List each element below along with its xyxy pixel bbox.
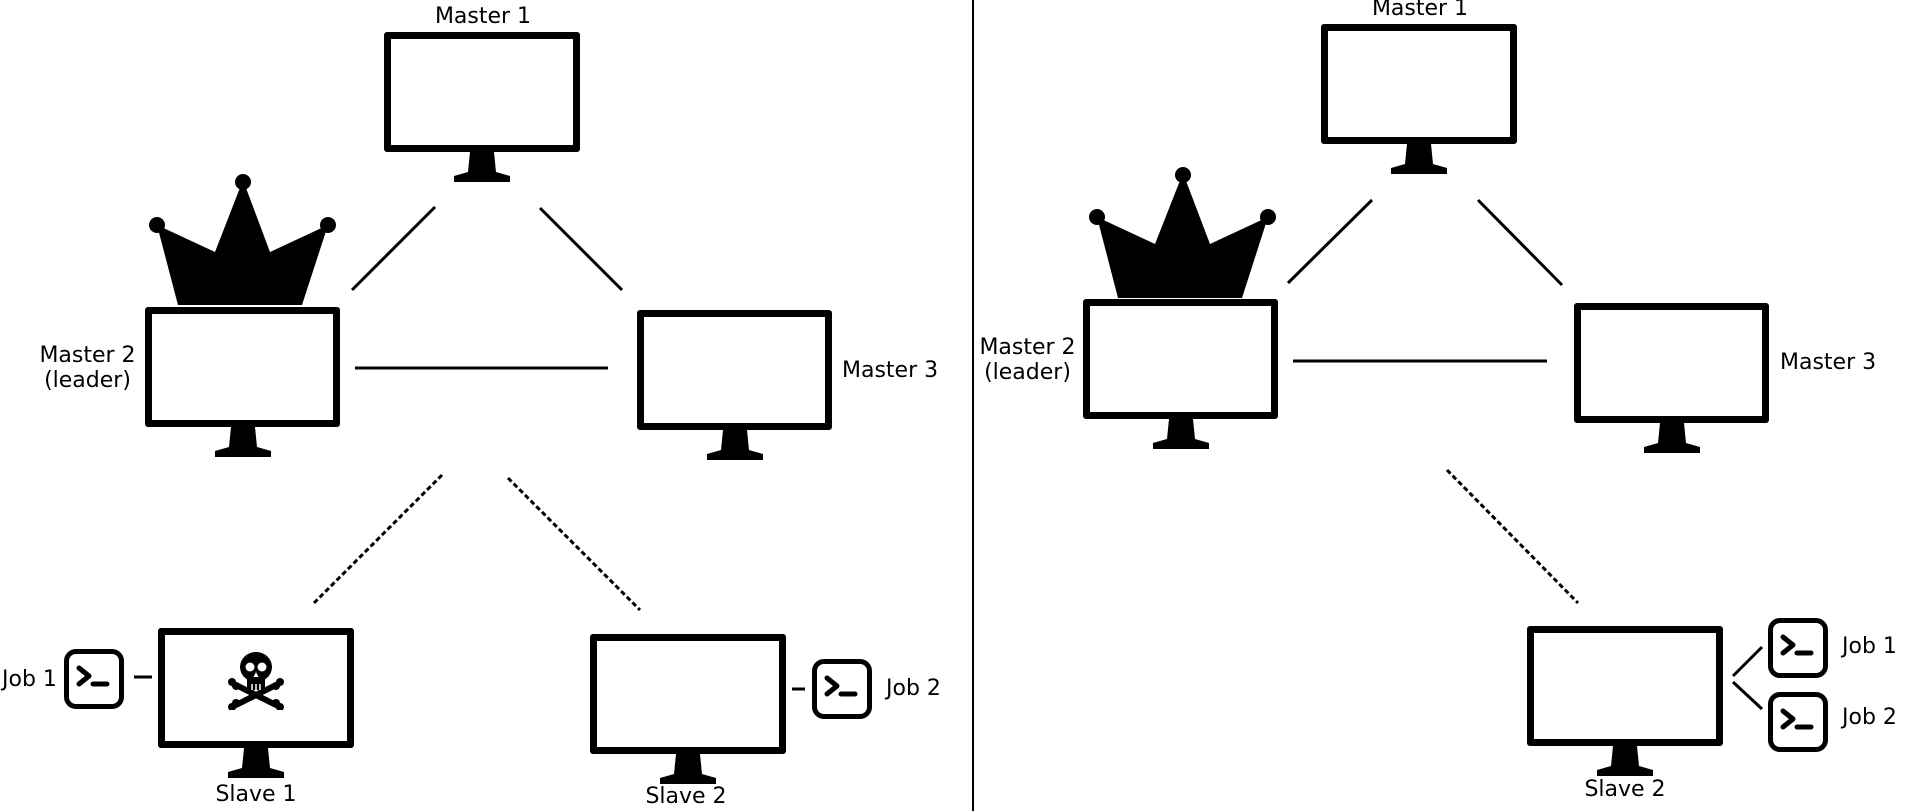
crown-icon bbox=[149, 174, 336, 305]
monitor-screen bbox=[145, 307, 340, 427]
slave2-monitor bbox=[590, 634, 786, 786]
job1-terminal bbox=[1768, 618, 1828, 678]
job1-label: Job 1 bbox=[2, 667, 57, 692]
master3-monitor bbox=[1574, 303, 1769, 453]
job2-terminal bbox=[1768, 692, 1828, 752]
crown-icon bbox=[1089, 167, 1276, 298]
link-cluster-slave2 bbox=[506, 476, 642, 612]
monitor-stand-icon bbox=[215, 427, 271, 457]
master1-monitor bbox=[1321, 24, 1517, 174]
master2-monitor bbox=[1083, 299, 1278, 449]
job2-label: Job 2 bbox=[886, 676, 941, 701]
monitor-stand-icon bbox=[1153, 419, 1209, 449]
terminal-icon bbox=[824, 675, 858, 697]
master2-label-line1: Master 2 bbox=[979, 335, 1076, 360]
link-master1-master3 bbox=[538, 206, 624, 292]
monitor-screen bbox=[1574, 303, 1769, 423]
job2-terminal bbox=[812, 659, 872, 719]
master1-label: Master 1 bbox=[1371, 0, 1469, 21]
master2-monitor bbox=[145, 307, 340, 457]
link-cluster-slave2-right bbox=[1445, 468, 1580, 605]
monitor-stand-icon bbox=[707, 430, 763, 460]
terminal-icon bbox=[1780, 708, 1814, 730]
monitor-stand-icon bbox=[660, 754, 716, 784]
link-master1-master2 bbox=[350, 205, 437, 292]
link-cluster-slave1 bbox=[310, 473, 444, 607]
link-master1-master3-right bbox=[1476, 198, 1564, 287]
job1-label: Job 1 bbox=[1842, 634, 1897, 659]
monitor-screen bbox=[1527, 626, 1723, 746]
master3-label: Master 3 bbox=[842, 358, 939, 383]
master2-label-line1: Master 2 bbox=[39, 343, 136, 368]
master2-label-line2: (leader) bbox=[44, 368, 131, 393]
monitor-screen bbox=[1321, 24, 1517, 144]
link-slave2-job1-right bbox=[1731, 645, 1764, 678]
monitor-stand-icon bbox=[454, 152, 510, 182]
master1-monitor bbox=[384, 32, 580, 182]
master2-label: Master 2 (leader) bbox=[30, 343, 145, 393]
terminal-icon bbox=[76, 665, 110, 687]
job1-terminal bbox=[64, 649, 124, 709]
slave1-label: Slave 1 bbox=[215, 782, 297, 807]
slave2-label: Slave 2 bbox=[645, 784, 727, 809]
monitor-stand-icon bbox=[1597, 746, 1653, 776]
monitor-screen bbox=[1083, 299, 1278, 419]
monitor-stand-icon bbox=[1644, 423, 1700, 453]
monitor-screen bbox=[384, 32, 580, 152]
monitor-screen bbox=[637, 310, 832, 430]
master2-label: Master 2 (leader) bbox=[970, 335, 1085, 385]
terminal-icon bbox=[1780, 634, 1814, 656]
link-master1-master2-right bbox=[1286, 198, 1374, 285]
master2-label-line2: (leader) bbox=[984, 360, 1071, 385]
master3-label: Master 3 bbox=[1780, 350, 1877, 375]
monitor-stand-icon bbox=[1391, 144, 1447, 174]
slave2-label: Slave 2 bbox=[1584, 777, 1666, 802]
monitor-stand-icon bbox=[228, 748, 284, 778]
link-slave2-job2-right bbox=[1731, 680, 1764, 711]
master3-monitor bbox=[637, 310, 832, 460]
master1-label: Master 1 bbox=[434, 4, 532, 29]
monitor-screen bbox=[590, 634, 786, 754]
slave2-monitor bbox=[1527, 626, 1723, 778]
monitor-screen bbox=[158, 628, 354, 748]
skull-crossbones-icon bbox=[228, 652, 284, 710]
job2-label: Job 2 bbox=[1842, 705, 1897, 730]
slave1-monitor bbox=[158, 628, 354, 780]
